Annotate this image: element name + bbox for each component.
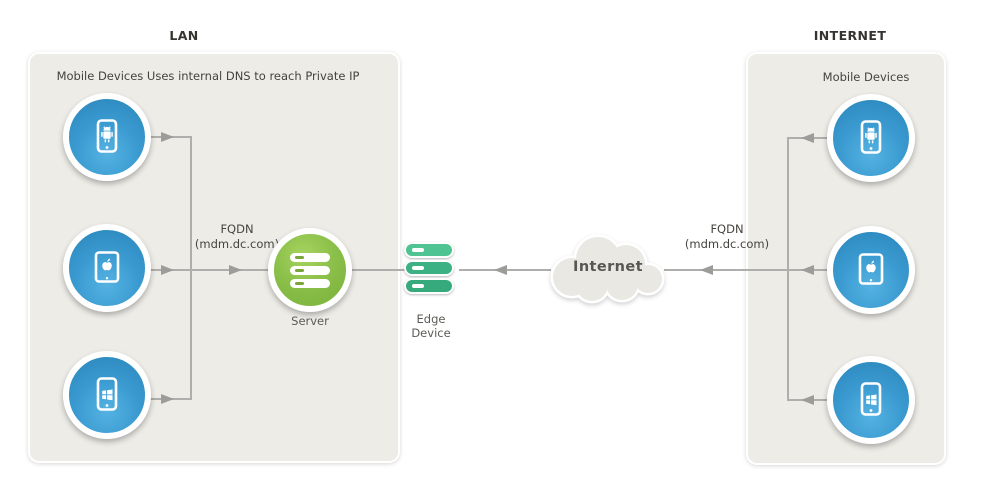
internet-apple-tablet-icon [827, 226, 915, 314]
internet-cloud-icon [550, 234, 665, 304]
lan-description: Mobile Devices Uses internal DNS to reac… [56, 69, 360, 83]
arrow-right-icon [161, 132, 174, 142]
server-rack-bar [290, 252, 330, 262]
server-to-edge-line [351, 269, 405, 271]
edge-device-bar [404, 278, 454, 294]
edge-device-label: Edge Device [381, 312, 481, 340]
arrow-left-icon [801, 395, 814, 405]
fqdn-label-internet: FQDN (mdm.dc.com) [674, 222, 780, 252]
fqdn-line2: (mdm.dc.com) [684, 237, 770, 251]
fqdn-line2: (mdm.dc.com) [194, 237, 280, 251]
lan-vertical-bus-line [190, 136, 192, 400]
android-phone-glyph [860, 120, 882, 154]
edge-device-bar [404, 260, 454, 276]
internet-android-phone-icon [827, 94, 915, 182]
server-label: Server [291, 314, 329, 328]
server-rack-bar [290, 278, 330, 288]
arrow-right-icon [229, 265, 242, 275]
android-phone-glyph [96, 119, 118, 153]
arrow-left-icon [801, 265, 814, 275]
windows-phone-glyph [860, 382, 882, 416]
arrow-right-icon [161, 265, 174, 275]
fqdn-line1: FQDN [220, 222, 254, 236]
cloud-to-devices-line [664, 269, 828, 271]
windows-phone-glyph [96, 377, 118, 411]
lan-android-phone-icon [63, 93, 151, 181]
lan-windows-phone-icon [63, 351, 151, 439]
internet-vertical-bus-line [787, 137, 789, 401]
edge-device-icon [404, 242, 454, 296]
fqdn-label-lan: FQDN (mdm.dc.com) [184, 222, 290, 252]
internet-windows-phone-icon [827, 356, 915, 444]
fqdn-line1: FQDN [710, 222, 744, 236]
lan-apple-tablet-icon [63, 224, 151, 312]
apple-tablet-glyph [858, 253, 884, 285]
arrow-left-icon [700, 265, 713, 275]
lan-zone-title: LAN [169, 28, 199, 43]
edge-device-label-line1: Edge [416, 312, 446, 326]
arrow-left-icon [801, 133, 814, 143]
internet-devices-label: Mobile Devices [822, 70, 910, 84]
edge-device-bar [404, 242, 454, 258]
internet-cloud-label: Internet [573, 259, 643, 275]
server-rack-bar [290, 265, 330, 275]
edge-device-label-line2: Device [411, 326, 451, 340]
arrow-left-icon [494, 265, 507, 275]
arrow-right-icon [161, 394, 174, 404]
server-icon [268, 228, 352, 312]
lan-middle-line [149, 269, 269, 271]
internet-zone-title: INTERNET [813, 28, 887, 43]
apple-tablet-glyph [94, 251, 120, 283]
